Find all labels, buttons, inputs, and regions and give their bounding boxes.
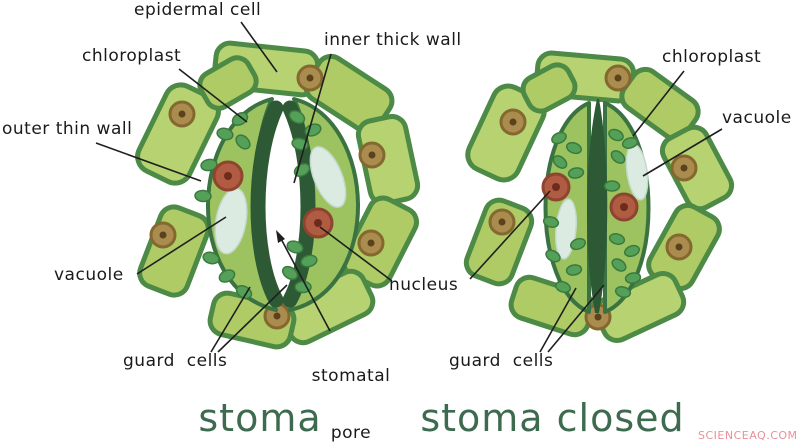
chloroplast	[567, 167, 585, 179]
chloroplast	[608, 233, 626, 245]
panel-stoma-open	[135, 40, 421, 350]
chloroplast	[603, 180, 621, 192]
chloroplast	[624, 272, 642, 284]
guard-cell-nucleus	[609, 192, 639, 222]
label-vacuole-right: vacuole	[722, 108, 792, 128]
guard-cell-contents	[603, 128, 649, 298]
label-guard-cells-right: guard cells	[449, 351, 554, 371]
arrowhead-stomatal-pore	[276, 230, 285, 243]
label-epidermal-cell: epidermal cell	[134, 0, 262, 20]
leader-vacuole-left	[136, 216, 227, 275]
guard-cell-contents	[541, 131, 587, 294]
leader-outer-thin-wall	[95, 142, 202, 182]
chloroplast	[565, 141, 583, 155]
leader-guard-cells-left	[217, 284, 288, 353]
leader-stomatal-pore	[278, 234, 331, 332]
chloroplast	[623, 244, 641, 258]
leader-vacuole-right	[642, 128, 723, 177]
chloroplast	[545, 249, 561, 263]
label-stomatal-pore-line1: stomatal	[311, 366, 391, 386]
leader-nucleus-left	[319, 226, 393, 282]
chloroplast	[200, 158, 218, 172]
leader-chloroplast-left	[178, 68, 248, 123]
label-nucleus: nucleus	[389, 275, 459, 295]
leader-chloroplast-right	[632, 70, 685, 137]
chloroplast	[216, 127, 234, 141]
nucleus	[670, 154, 698, 182]
leader-epidermal-cell	[240, 21, 278, 73]
nucleus	[358, 141, 386, 169]
chloroplast	[202, 251, 220, 265]
guard-cell-nucleus	[212, 160, 244, 192]
chloroplast	[565, 264, 583, 276]
nucleus	[604, 64, 632, 92]
leader-guard-cells-left	[210, 286, 251, 353]
chloroplast	[569, 237, 587, 251]
leader-inner-thick-wall	[293, 53, 332, 184]
vacuole	[309, 146, 347, 208]
nucleus	[488, 208, 516, 236]
label-inner-thick-wall: inner thick wall	[324, 30, 462, 50]
chloroplast	[554, 280, 572, 294]
leader-guard-cells-right	[547, 284, 605, 353]
nucleus	[665, 233, 693, 261]
chloroplast	[614, 286, 632, 298]
inner-thick-wall-closed	[586, 99, 608, 313]
epidermal-nuclei	[488, 64, 698, 331]
leader-lines	[95, 21, 723, 353]
label-outer-thin-wall: outer thin wall	[2, 119, 133, 139]
chloroplast	[218, 269, 236, 283]
title-stoma-open: stoma open	[198, 396, 322, 446]
nucleus	[499, 108, 527, 136]
label-guard-cells-left: guard cells	[123, 351, 228, 371]
epidermal-cell	[135, 82, 221, 186]
chloroplast	[288, 110, 306, 124]
chloroplast	[621, 137, 639, 149]
chloroplast	[611, 258, 627, 272]
label-vacuole-left: vacuole	[54, 265, 124, 285]
guard-cell-nucleus	[541, 172, 571, 202]
inner-thick-wall	[250, 100, 284, 308]
epidermal-cell	[520, 62, 578, 114]
title-stoma-closed: stoma closed	[420, 396, 685, 440]
epidermal-nuclei	[149, 64, 386, 330]
label-chloroplast-right: chloroplast	[662, 47, 762, 67]
chloroplast	[552, 155, 568, 169]
chloroplast	[608, 128, 624, 142]
stomatal-pore	[267, 135, 299, 275]
label-stomatal-pore: stomatal pore	[305, 329, 397, 446]
chloroplast	[610, 150, 626, 164]
label-chloroplast-left: chloroplast	[82, 46, 182, 66]
leader-nucleus-right	[469, 190, 551, 280]
leader-guard-cells-right	[539, 287, 577, 353]
nucleus	[168, 100, 196, 128]
chloroplast	[235, 285, 253, 299]
panel-stoma-closed	[463, 50, 735, 344]
chloroplast	[542, 216, 560, 228]
label-stomatal-pore-line2: pore	[330, 423, 372, 443]
nucleus	[296, 64, 324, 92]
inner-thick-wall	[282, 100, 316, 308]
watermark: SCIENCEAQ.COM	[698, 429, 798, 442]
chloroplast	[551, 131, 567, 145]
chloroplast	[194, 189, 212, 203]
nucleus	[357, 229, 385, 257]
chloroplast	[300, 254, 318, 268]
chloroplast	[281, 265, 299, 281]
chloroplast	[235, 134, 251, 150]
guard-cell-contents	[194, 112, 253, 299]
chloroplast	[286, 240, 304, 254]
nucleus	[149, 221, 177, 249]
